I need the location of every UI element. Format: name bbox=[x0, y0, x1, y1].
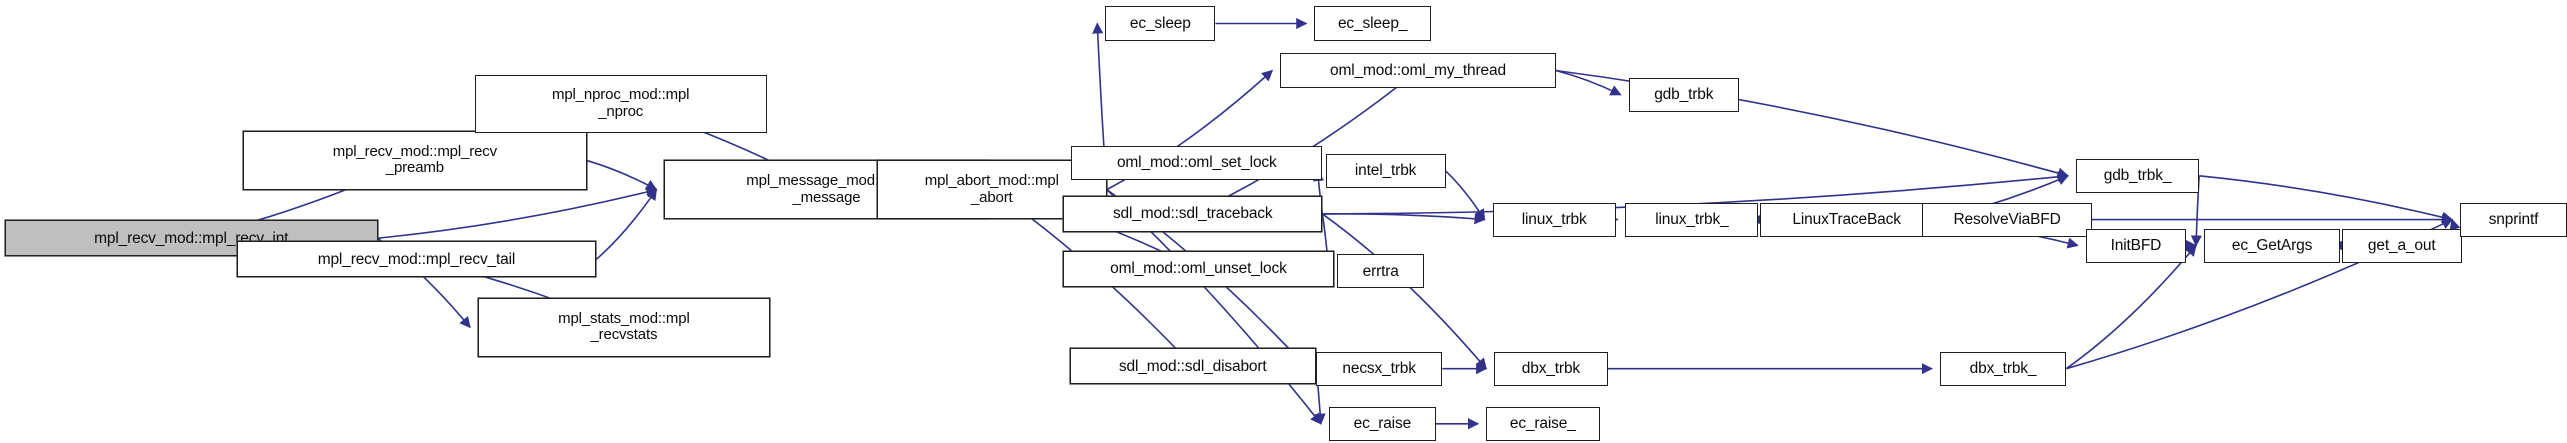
graph-node-necsx_trbk[interactable]: necsx_trbk bbox=[1315, 351, 1443, 386]
graph-node-sdl_traceback[interactable]: sdl_mod::sdl_traceback bbox=[1063, 196, 1323, 232]
graph-node-mpl_recvstats[interactable]: mpl_stats_mod::mpl _recvstats bbox=[478, 298, 770, 357]
graph-node-ResolveViaBFD[interactable]: ResolveViaBFD bbox=[1922, 202, 2093, 237]
graph-node-errtra[interactable]: errtra bbox=[1336, 254, 1425, 289]
graph-node-oml_my_thread[interactable]: oml_mod::oml_my_thread bbox=[1280, 53, 1556, 88]
graph-node-LinuxTraceBack[interactable]: LinuxTraceBack bbox=[1759, 202, 1934, 237]
graph-node-ec_sleep[interactable]: ec_sleep bbox=[1105, 6, 1216, 41]
graph-node-sdl_disabort[interactable]: sdl_mod::sdl_disabort bbox=[1069, 348, 1316, 385]
graph-node-dbx_trbk_[interactable]: dbx_trbk_ bbox=[1939, 351, 2067, 386]
graph-node-oml_unset_lock[interactable]: oml_mod::oml_unset_lock bbox=[1063, 251, 1334, 287]
graph-node-oml_set_lock[interactable]: oml_mod::oml_set_lock bbox=[1071, 145, 1323, 180]
graph-node-InitBFD[interactable]: InitBFD bbox=[2085, 228, 2187, 263]
graph-node-mpl_recv_tail[interactable]: mpl_recv_mod::mpl_recv_tail bbox=[236, 241, 597, 278]
graph-node-gdb_trbk[interactable]: gdb_trbk bbox=[1628, 77, 1739, 112]
graph-node-get_a_out[interactable]: get_a_out bbox=[2341, 228, 2462, 263]
graph-node-mpl_recv_preamb[interactable]: mpl_recv_mod::mpl_recv _preamb bbox=[243, 131, 587, 190]
graph-node-intel_trbk[interactable]: intel_trbk bbox=[1325, 153, 1446, 188]
graph-node-snprintf[interactable]: snprintf bbox=[2460, 202, 2567, 237]
graph-node-mpl_nproc[interactable]: mpl_nproc_mod::mpl _nproc bbox=[474, 74, 767, 133]
graph-node-gdb_trbk_[interactable]: gdb_trbk_ bbox=[2075, 158, 2200, 193]
graph-node-ec_GetArgs[interactable]: ec_GetArgs bbox=[2203, 228, 2341, 263]
graph-node-dbx_trbk[interactable]: dbx_trbk bbox=[1494, 351, 1608, 386]
graph-node-ec_raise[interactable]: ec_raise bbox=[1328, 406, 1436, 441]
graph-node-ec_raise_[interactable]: ec_raise_ bbox=[1486, 406, 1600, 441]
graph-node-linux_trbk[interactable]: linux_trbk bbox=[1492, 202, 1616, 237]
graph-node-linux_trbk_[interactable]: linux_trbk_ bbox=[1625, 202, 1759, 237]
graph-node-ec_sleep_[interactable]: ec_sleep_ bbox=[1314, 6, 1431, 41]
